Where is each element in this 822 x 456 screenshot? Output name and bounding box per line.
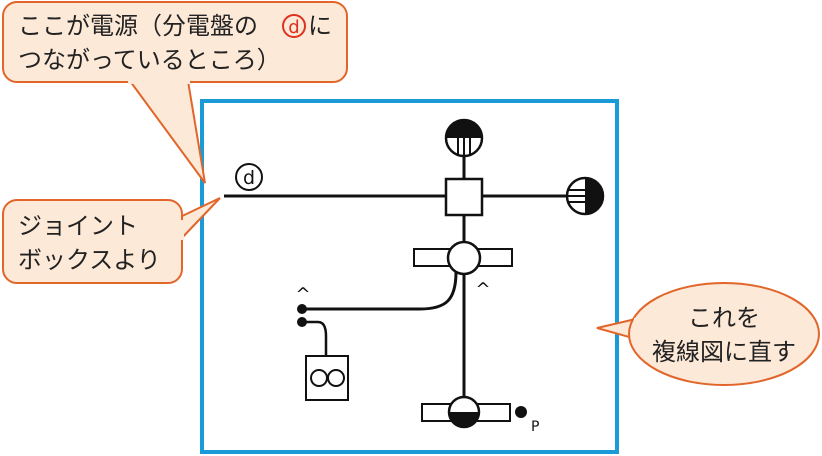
callout-convert-line2: 複線図に直す: [652, 338, 796, 366]
pilot-label: P: [531, 419, 539, 435]
switch-branch-line: [304, 271, 458, 311]
top-lamp-symbol: [444, 118, 484, 158]
switch-mark-upper: ^: [295, 284, 310, 305]
callout-convert-line1: これを: [688, 304, 760, 332]
callout-convert: これを 複線図に直す: [596, 282, 820, 386]
callout-power-line1-suffix: に: [308, 12, 332, 40]
callout-power-source: ここが電源（分電盤の d に つながっているところ）: [2, 1, 348, 184]
switch-mark-center: ^: [475, 279, 490, 300]
double-outlet-symbol: [305, 355, 349, 401]
single-line-diagram: [224, 118, 605, 429]
callout-power-line2: つながっているところ）: [18, 46, 281, 74]
callout-power-mark: d: [288, 17, 299, 38]
source-marker: d: [235, 163, 263, 191]
source-label: d: [243, 167, 255, 189]
right-lamp-symbol: [565, 176, 605, 216]
pilot-lamp-dot: [515, 406, 527, 418]
diagram-frame: [200, 99, 619, 454]
outlet-branch-line: [306, 320, 328, 356]
callout-power-line1-prefix: ここが電源（分電盤の: [18, 12, 258, 40]
junction-box: [444, 177, 484, 217]
callout-joint-line1: ジョイント: [18, 212, 138, 240]
svg-text:ここが電源（分電盤の: ここが電源（分電盤の: [18, 12, 258, 40]
center-fixture-symbol: [413, 240, 513, 276]
switch-dot-upper: [297, 304, 307, 314]
callout-joint-box: ジョイント ボックスより: [2, 197, 221, 284]
bottom-fixture-symbol: [421, 395, 511, 429]
callout-joint-line2: ボックスより: [18, 246, 161, 274]
switch-dot-lower: [297, 317, 307, 327]
